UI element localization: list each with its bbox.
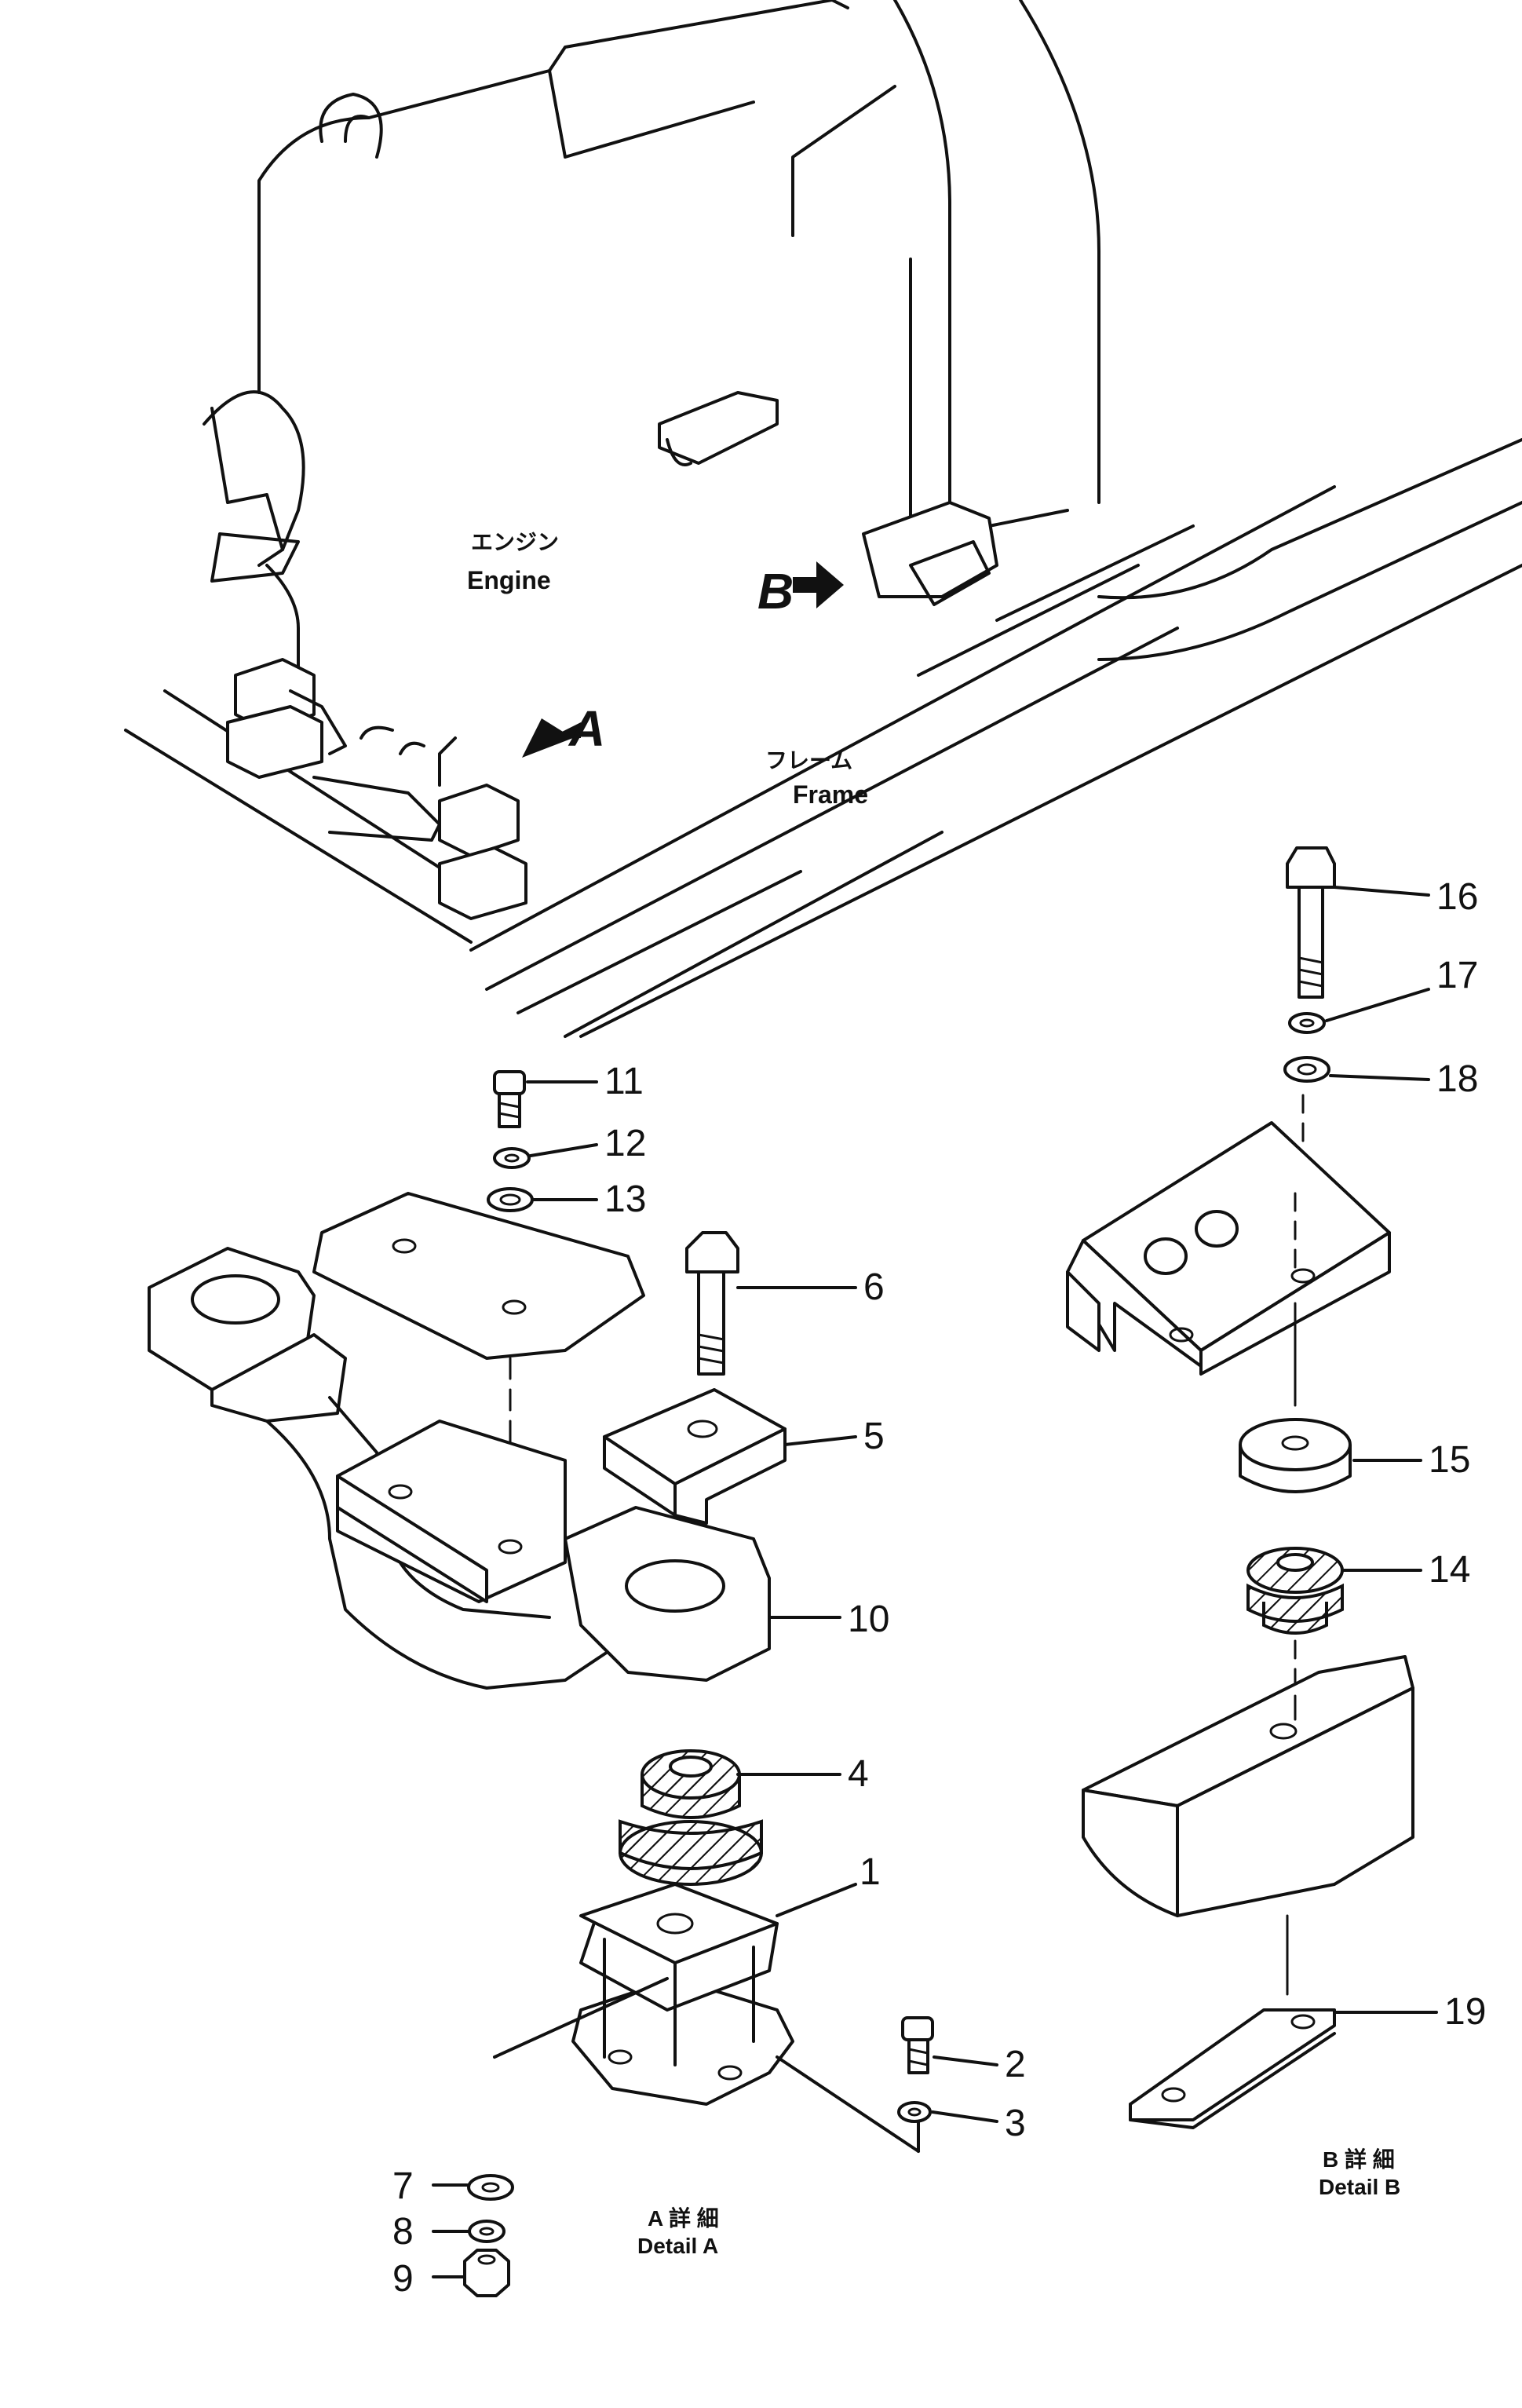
callout-8: 8 [392,2211,414,2253]
part-4-rubber-cushion [619,1749,841,1886]
callout-11: 11 [604,1061,644,1102]
callout-19: 19 [1444,1991,1486,2033]
part-16-bolt [1286,846,1430,999]
part-17-lock-washer [1288,988,1430,1034]
callout-18: 18 [1436,1058,1478,1100]
detail-a-caption-en: Detail A [637,2234,718,2258]
view-arrow-b: B [757,561,844,619]
callout-10: 10 [848,1599,889,1640]
callout-17: 17 [1436,955,1478,996]
callout-9: 9 [392,2258,414,2300]
part-8-lock-washer [432,2220,506,2243]
callout-3: 3 [1005,2103,1026,2144]
frame-label-en: Frame [793,780,868,809]
callout-2: 2 [1005,2044,1026,2085]
callout-14: 14 [1429,1549,1470,1591]
detail-b-caption-en: Detail B [1319,2175,1400,2199]
part-2-bolt [901,2016,998,2074]
frame-label-ja: フレーム [765,748,852,773]
callout-4: 4 [848,1753,869,1795]
callout-12: 12 [604,1123,646,1164]
svg-text:B: B [757,563,794,619]
part-7-washer [432,2174,514,2201]
part-15-rubber-disc [1239,1418,1422,1493]
part-9-nut [432,2249,510,2297]
view-arrow-a: A [522,700,605,758]
detail-b-caption-ja: B 詳 細 [1323,2147,1395,2172]
part-10-bracket [148,1247,841,1690]
callout-15: 15 [1429,1439,1470,1481]
callout-7: 7 [392,2165,414,2207]
engine-side-bracket-b [1066,1121,1391,1407]
engine-label-ja: エンジン [471,530,559,554]
callout-6: 6 [863,1266,885,1308]
part-12-lock-washer [493,1143,598,1169]
detail-a-caption-ja: A 詳 細 [648,2205,719,2231]
part-19-plate [1129,2008,1438,2129]
part-6-bolt [685,1231,857,1376]
part-13-washer [487,1187,598,1212]
part-14-rubber-cushion [1246,1547,1422,1635]
engine-label-en: Engine [467,566,551,594]
svg-text:A: A [568,700,605,757]
frame-bracket-b [1082,1655,1414,1996]
part-18-washer [1283,1056,1430,1083]
callout-1: 1 [860,1851,881,1893]
part-3-lock-washer [897,2101,998,2123]
engine-overview [124,0,1522,1038]
part-1-mount-block [493,1883,920,2153]
callout-13: 13 [604,1178,646,1220]
part-11-bolt [493,1070,598,1128]
callout-16: 16 [1436,876,1478,918]
part-5-plate [603,1388,857,1525]
callout-5: 5 [863,1416,885,1457]
